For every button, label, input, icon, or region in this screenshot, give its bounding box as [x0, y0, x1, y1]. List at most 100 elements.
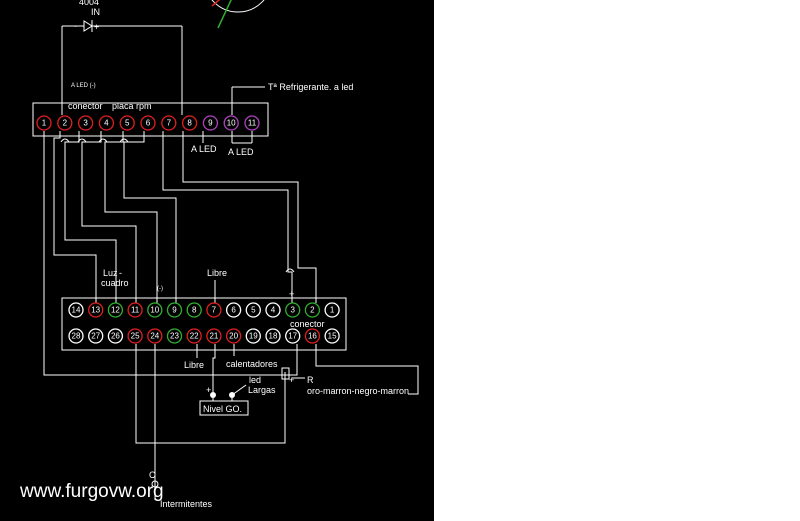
- bottom-row2-pin-26: [107, 328, 124, 344]
- bottom-row1-pin-6: [225, 302, 242, 318]
- bottom-row2-pin-label-19: 19: [249, 332, 258, 341]
- bottom-row2-pin-label-21: 21: [209, 332, 218, 341]
- top-pin-7: [161, 115, 177, 131]
- bottom-row2-pin-25: [127, 328, 143, 344]
- intermitentes-label: Intermitentes: [160, 499, 213, 509]
- bottom-row1-pin-8: [186, 302, 202, 318]
- bottom-row2-pin-22: [186, 328, 202, 344]
- bottom-row2-pin-label-16: 16: [308, 332, 317, 341]
- top-pin-label-10: 10: [227, 119, 236, 128]
- bottom-row2-pin-label-18: 18: [269, 332, 278, 341]
- bottom-row2-pin-17: [285, 328, 301, 344]
- bottom-row1-pin-label-12: 12: [111, 306, 120, 315]
- top-pin-5: [119, 115, 135, 131]
- bottom-row1-pin-4: [265, 302, 281, 318]
- bottom-row2-pin-15: [324, 328, 340, 344]
- c-mark-label: C: [149, 470, 156, 480]
- plus-nivel-label: +: [206, 385, 211, 395]
- a-led-small-label: A LED (-): [71, 83, 96, 89]
- bottom-row2-pin-label-24: 24: [150, 332, 159, 341]
- bottom-row1-pin-label-8: 8: [192, 306, 197, 315]
- bottom-row2-pin-label-26: 26: [111, 332, 120, 341]
- bottom-row1-pin-10: [147, 302, 163, 318]
- top-pin-label-6: 6: [146, 119, 151, 128]
- bottom-row2-pin-label-15: 15: [328, 332, 337, 341]
- top-pin-label-7: 7: [167, 119, 172, 128]
- largas-label: Largas: [248, 385, 276, 395]
- bottom-row1-pin-label-3: 3: [290, 306, 295, 315]
- top-pin-6: [140, 115, 156, 131]
- diode-in-label: IN: [91, 7, 100, 17]
- dash-label: -: [119, 268, 122, 278]
- top-pin-label-8: 8: [187, 119, 192, 128]
- refrigerante-label: Tª Refrigerante. a led: [268, 82, 353, 92]
- libre-top-label: Libre: [207, 268, 227, 278]
- bottom-row1-pin-label-6: 6: [231, 306, 236, 315]
- oro-label: oro-marron-negro-marron: [307, 386, 409, 396]
- bottom-row1-pin-9: [166, 302, 183, 318]
- nivel-go-box: [199, 400, 249, 416]
- diode-plus-label: +: [94, 22, 99, 32]
- watermark-text: www.furgovw.org: [20, 481, 164, 502]
- bottom-row1-pin-label-14: 14: [72, 306, 81, 315]
- top-pin-10: [223, 115, 239, 131]
- gauge-fragment: [211, 0, 265, 29]
- bottom-row2-pin-27: [88, 328, 104, 344]
- a-led-brackets: [202, 131, 253, 144]
- bottom-row1-pin-label-2: 2: [310, 306, 315, 315]
- placa-rpm-label: placa rpm: [112, 101, 152, 111]
- bottom-row2-pin-label-20: 20: [229, 332, 238, 341]
- bottom-row2-pin-16: [304, 328, 321, 344]
- cuadro-label: cuadro: [101, 278, 129, 288]
- bottom-row2-pin-label-25: 25: [131, 332, 140, 341]
- bottom-row1-pin-13: [88, 302, 104, 318]
- resistor-plus-label: +: [289, 375, 294, 385]
- libre-bottom-label: Libre: [184, 360, 204, 370]
- bottom-row1-pin-12: [107, 302, 124, 318]
- calentadores-label: calentadores: [226, 359, 278, 369]
- bottom-row2-pin-label-17: 17: [288, 332, 297, 341]
- top-pin-label-9: 9: [208, 119, 213, 128]
- top-pin-4: [98, 115, 115, 131]
- top-pin-label-11: 11: [248, 119, 257, 128]
- bottom-row2-pin-18: [265, 328, 281, 344]
- bottom-row1-pin-label-5: 5: [251, 306, 256, 315]
- bottom-row2-pin-label-23: 23: [170, 332, 179, 341]
- bottom-row2-pin-23: [166, 328, 183, 344]
- nivel-go-label: Nivel GO.: [203, 404, 242, 414]
- bottom-row1-pin-11: [127, 302, 143, 318]
- plus-small-label: +: [289, 289, 294, 299]
- conector-bottom-label: conector: [290, 319, 325, 329]
- top-pin-1: [36, 115, 52, 131]
- wiring-diagram: 4004 IN - + A LED (-) conector placa rpm…: [32, 0, 419, 509]
- schematic-panel: 4004 IN - + A LED (-) conector placa rpm…: [0, 0, 434, 521]
- top-pin-11: [244, 115, 260, 131]
- r-label: R: [307, 375, 314, 385]
- bottom-row1-pin-7: [206, 302, 222, 318]
- a-led-label-2: A LED: [228, 147, 254, 157]
- top-pin-3: [77, 115, 94, 131]
- wiring: [43, 131, 419, 500]
- minus-paren-label: (-): [157, 286, 163, 292]
- bottom-row2-pin-19: [245, 328, 261, 344]
- bottom-row1-pin-3: [285, 302, 301, 318]
- bottom-row1-pin-label-4: 4: [271, 306, 276, 315]
- bottom-row1-pin-label-1: 1: [330, 306, 335, 315]
- diode-minus-label: -: [74, 21, 77, 31]
- bottom-row1-pin-label-9: 9: [172, 306, 177, 315]
- top-pin-2: [57, 115, 73, 131]
- top-pin-label-2: 2: [63, 119, 68, 128]
- a-led-label-1: A LED: [191, 144, 217, 154]
- bottom-row2-pin-20: [225, 328, 242, 344]
- bottom-row1-pin-2: [304, 302, 321, 318]
- top-pin-label-3: 3: [83, 119, 88, 128]
- top-pin-9: [202, 115, 219, 131]
- bottom-row1-pin-5: [245, 302, 261, 318]
- bottom-row2-pin-label-27: 27: [91, 332, 100, 341]
- bottom-row1-pin-14: [68, 302, 84, 318]
- bottom-row1-pin-label-10: 10: [150, 306, 159, 315]
- diode-code-label: 4004: [79, 0, 99, 7]
- bottom-row1-pin-label-13: 13: [91, 306, 100, 315]
